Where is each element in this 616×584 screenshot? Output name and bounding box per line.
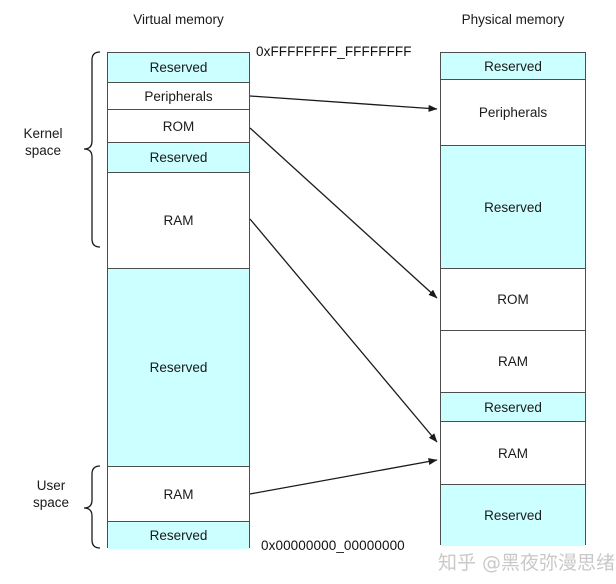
mapping-arrow-user-ram xyxy=(249,458,438,495)
address-label-bottom: 0x00000000_00000000 xyxy=(261,538,405,553)
physical-memory-block-2-reserved: Reserved xyxy=(441,146,585,269)
virtual-memory-title: Virtual memory xyxy=(133,12,224,27)
watermark: 知乎 @黑夜弥漫思绪 xyxy=(438,552,616,574)
physical-memory-title: Physical memory xyxy=(461,12,565,27)
virtual-memory-block-6-ram: RAM xyxy=(108,467,249,522)
virtual-memory-block-0-reserved: Reserved xyxy=(108,53,249,83)
mapping-arrow-peripherals xyxy=(249,95,438,112)
virtual-memory-block-5-reserved: Reserved xyxy=(108,269,249,467)
virtual-memory-block-7-reserved: Reserved xyxy=(108,522,249,549)
virtual-memory-block-2-rom: ROM xyxy=(108,110,249,143)
mapping-arrow-rom xyxy=(249,127,438,299)
physical-memory-block-1-peripherals: Peripherals xyxy=(441,80,585,146)
virtual-memory-block-4-ram: RAM xyxy=(108,173,249,269)
kernel-space-bracket xyxy=(83,51,101,248)
kernel-space-label: Kernel space xyxy=(23,126,63,158)
physical-memory-block-4-ram: RAM xyxy=(441,331,585,393)
physical-memory-block-6-ram: RAM xyxy=(441,422,585,485)
user-space-bracket xyxy=(83,465,101,549)
virtual-memory-block-1-peripherals: Peripherals xyxy=(108,83,249,110)
physical-memory-block-7-reserved: Reserved xyxy=(441,485,585,546)
virtual-memory-block-3-reserved: Reserved xyxy=(108,143,249,173)
address-label-top: 0xFFFFFFFF_FFFFFFFF xyxy=(256,44,412,59)
physical-memory-block-0-reserved: Reserved xyxy=(441,53,585,80)
mapping-arrow-kernel-ram xyxy=(249,218,438,443)
user-space-label: User space xyxy=(32,478,70,510)
physical-memory-block-3-rom: ROM xyxy=(441,269,585,331)
physical-memory-block-5-reserved: Reserved xyxy=(441,393,585,422)
